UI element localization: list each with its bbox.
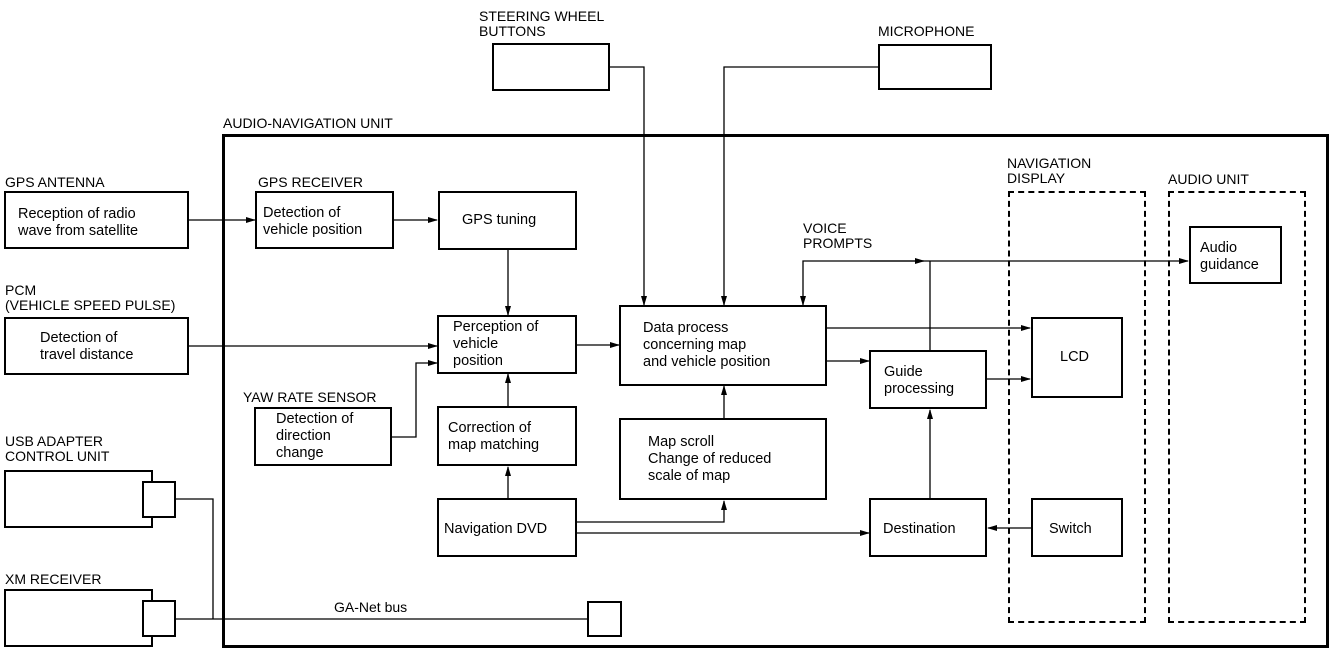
- guide-processing-text: Guide processing: [884, 364, 955, 397]
- ga-net-bus-label: GA-Net bus: [334, 599, 408, 615]
- lcd-box[interactable]: LCD: [1031, 317, 1123, 398]
- microphone-box[interactable]: [878, 44, 992, 90]
- unit-ga-net-connector: [587, 601, 622, 637]
- audio-unit-frame: [1168, 191, 1306, 623]
- navigation-display-label: NAVIGATION DISPLAY: [1007, 155, 1092, 186]
- perception-box[interactable]: Perception of vehicle position: [437, 315, 577, 374]
- audio-guidance-text: Audio guidance: [1200, 240, 1259, 273]
- usb-adapter-connector: [142, 481, 176, 518]
- perception-text: Perception of vehicle position: [453, 319, 539, 369]
- correction-text: Correction of map matching: [448, 420, 540, 453]
- navigation-dvd-box[interactable]: Navigation DVD: [437, 498, 577, 557]
- audio-navigation-unit-label: AUDIO-NAVIGATION UNIT: [223, 115, 393, 131]
- usb-adapter-label: USB ADAPTER CONTROL UNIT: [5, 433, 110, 464]
- audio-unit-label: AUDIO UNIT: [1168, 171, 1249, 187]
- arrow-dvd-to-scroll: [577, 500, 727, 523]
- gps-receiver-text: Detection of vehicle position: [263, 205, 363, 238]
- yaw-rate-sensor-text: Detection of direction change: [276, 411, 354, 461]
- pcm-box[interactable]: Detection of travel distance: [4, 317, 189, 375]
- lcd-text: LCD: [1060, 349, 1090, 365]
- map-scroll-box[interactable]: Map scroll Change of reduced scale of ma…: [619, 418, 827, 500]
- map-scroll-text: Map scroll Change of reduced scale of ma…: [648, 434, 772, 484]
- xm-receiver-connector: [142, 600, 176, 637]
- navigation-display-frame: [1008, 191, 1146, 623]
- steering-wheel-buttons-label: STEERING WHEEL BUTTONS: [479, 8, 605, 39]
- microphone-label: MICROPHONE: [878, 23, 975, 39]
- usb-adapter-box[interactable]: [4, 470, 153, 528]
- data-process-box[interactable]: Data process concerning map and vehicle …: [619, 305, 827, 386]
- xm-receiver-box[interactable]: [4, 589, 153, 647]
- switch-box[interactable]: Switch: [1031, 498, 1123, 557]
- audio-guidance-box[interactable]: Audio guidance: [1189, 226, 1282, 284]
- pcm-label: PCM (VEHICLE SPEED PULSE): [5, 282, 176, 313]
- yaw-rate-sensor-label: YAW RATE SENSOR: [243, 389, 377, 405]
- destination-box[interactable]: Destination: [869, 498, 987, 557]
- gps-tuning-box[interactable]: GPS tuning: [438, 191, 577, 250]
- audio-navigation-unit-frame: [222, 134, 1329, 648]
- steering-wheel-buttons-box[interactable]: [492, 43, 610, 91]
- correction-box[interactable]: Correction of map matching: [437, 406, 577, 466]
- gps-antenna-label: GPS ANTENNA: [5, 174, 105, 190]
- arrow-steering-to-data: [610, 66, 647, 306]
- pcm-text: Detection of travel distance: [40, 330, 134, 363]
- arrow-yaw-to-perception: [391, 360, 438, 438]
- arrow-mic-to-data: [721, 66, 878, 306]
- voice-prompts-label: VOICE PROMPTS: [803, 220, 873, 251]
- xm-receiver-label: XM RECEIVER: [5, 571, 102, 587]
- data-process-text: Data process concerning map and vehicle …: [643, 320, 771, 370]
- gps-antenna-text: Reception of radio wave from satellite: [18, 206, 139, 239]
- guide-processing-box[interactable]: Guide processing: [869, 350, 987, 409]
- ga-net-usb-line: [176, 498, 214, 619]
- gps-tuning-text: GPS tuning: [462, 212, 537, 228]
- navigation-dvd-text: Navigation DVD: [444, 521, 548, 537]
- switch-text: Switch: [1049, 521, 1092, 537]
- gps-receiver-box[interactable]: Detection of vehicle position: [255, 191, 394, 249]
- yaw-rate-sensor-box[interactable]: Detection of direction change: [254, 407, 392, 466]
- gps-receiver-label: GPS RECEIVER: [258, 174, 364, 190]
- destination-text: Destination: [883, 521, 956, 537]
- gps-antenna-box[interactable]: Reception of radio wave from satellite: [4, 191, 189, 249]
